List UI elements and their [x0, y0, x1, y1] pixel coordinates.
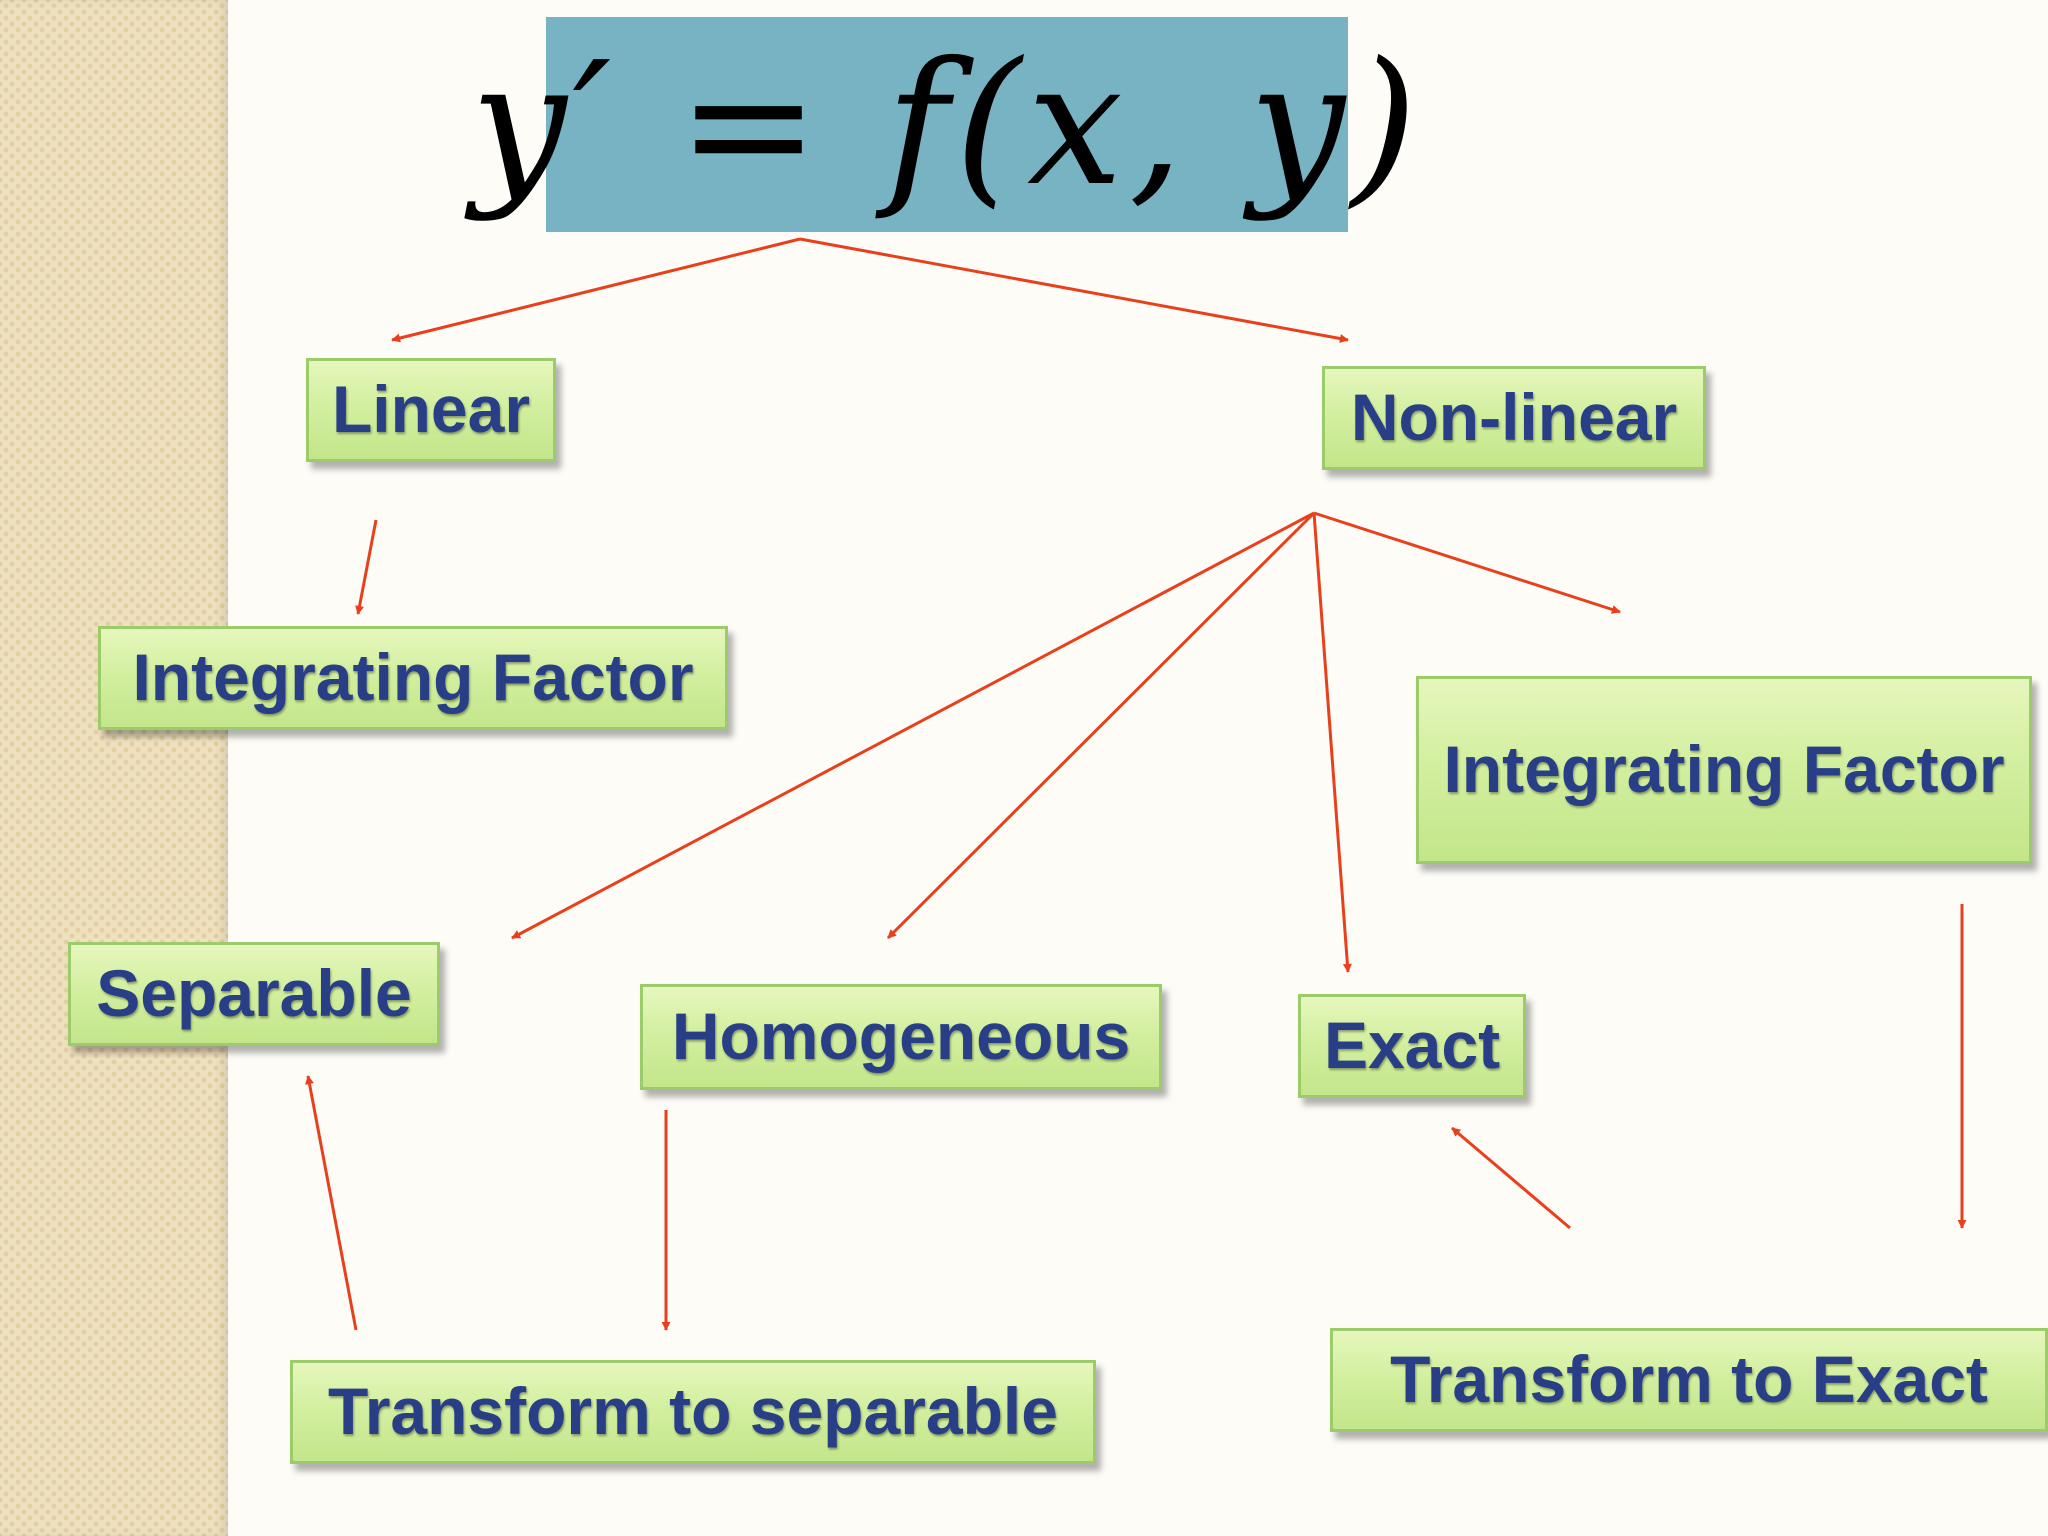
- arrow-nonlinear-to-exact: [1312, 512, 1352, 973]
- arrow-equation-to-linear: [391, 237, 801, 343]
- nonlinear-node: Non-linear: [1322, 366, 1706, 470]
- homogeneous-label: Homogeneous: [671, 999, 1131, 1074]
- exact-label: Exact: [1323, 1008, 1501, 1083]
- arrow-transform-exact-to-exact: [1451, 1126, 1571, 1230]
- nonlinear-label: Non-linear: [1350, 380, 1678, 455]
- arrow-transform-separable-to-separable: [305, 1075, 358, 1331]
- integrating-factor-linear-label: Integrating Factor: [132, 640, 694, 715]
- transform-to-separable-node: Transform to separable: [290, 1360, 1096, 1464]
- integrating-factor-linear-node: Integrating Factor: [98, 626, 728, 730]
- transform-to-separable-label: Transform to separable: [328, 1374, 1058, 1449]
- arrow-nonlinear-to-separable: [511, 511, 1315, 940]
- arrow-equation-to-nonlinear: [799, 237, 1349, 343]
- homogeneous-node: Homogeneous: [640, 984, 1162, 1090]
- equation-box: y′ = f(x, y): [471, 17, 1417, 232]
- linear-node: Linear: [306, 358, 556, 462]
- arrow-linear-to-integrating-factor: [355, 519, 378, 615]
- decorative-side-strip: [0, 0, 228, 1536]
- transform-to-exact-node: Transform to Exact: [1330, 1328, 2048, 1432]
- integrating-factor-nonlinear-node: Integrating Factor: [1416, 676, 2032, 864]
- linear-label: Linear: [331, 372, 531, 447]
- equation-text: y′ = f(x, y): [470, 25, 1424, 224]
- exact-node: Exact: [1298, 994, 1526, 1098]
- integrating-factor-nonlinear-label: Integrating Factor: [1443, 732, 2005, 807]
- arrow-nonlinear-to-integrating-factor: [1313, 511, 1621, 614]
- arrow-nonlinear-to-homogeneous: [886, 511, 1316, 940]
- transform-to-exact-label: Transform to Exact: [1390, 1342, 1988, 1417]
- separable-label: Separable: [96, 956, 412, 1031]
- separable-node: Separable: [68, 942, 440, 1046]
